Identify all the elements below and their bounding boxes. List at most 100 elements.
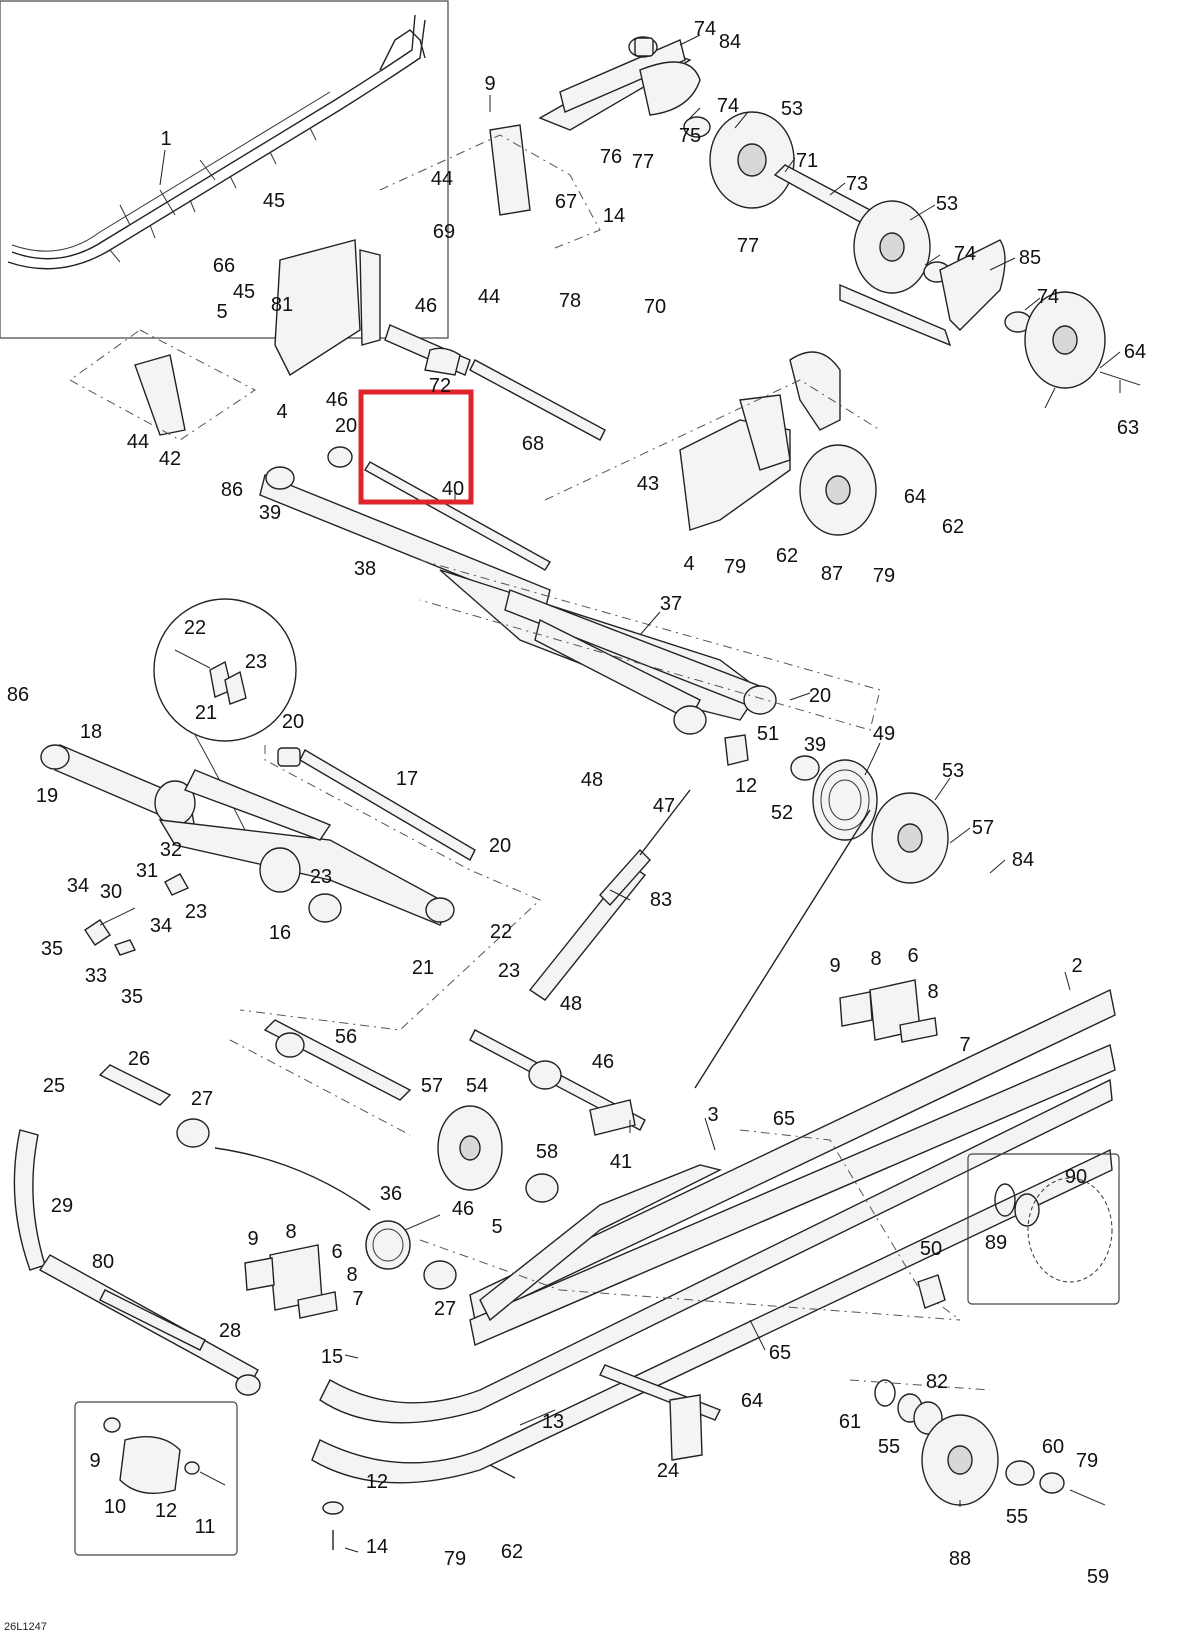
part-label[interactable]: 52 [771,802,793,824]
part-label[interactable]: 4 [683,553,694,575]
part-label[interactable]: 63 [1117,417,1139,439]
part-label[interactable]: 11 [195,1516,216,1538]
part-label[interactable]: 77 [632,151,654,173]
part-label[interactable]: 20 [335,415,357,437]
part-label[interactable]: 39 [259,502,281,524]
part-label[interactable]: 6 [907,945,918,967]
part-label[interactable]: 47 [653,795,675,817]
part-label[interactable]: 12 [366,1471,388,1493]
part-label[interactable]: 18 [80,721,102,743]
part-label[interactable]: 20 [489,835,511,857]
part-label[interactable]: 51 [757,723,779,745]
part-label[interactable]: 34 [67,875,89,897]
part-label[interactable]: 76 [600,146,622,168]
part-label[interactable]: 35 [41,938,63,960]
part-label[interactable]: 71 [796,150,818,172]
part-label[interactable]: 79 [444,1548,466,1570]
part-label[interactable]: 9 [247,1228,258,1250]
part-label[interactable]: 23 [185,901,207,923]
part-label[interactable]: 58 [536,1141,558,1163]
part-label[interactable]: 90 [1065,1166,1087,1188]
part-label[interactable]: 22 [184,617,206,639]
part-label[interactable]: 23 [498,960,520,982]
part-label[interactable]: 69 [433,221,455,243]
part-label[interactable]: 5 [491,1216,502,1238]
part-label[interactable]: 62 [942,516,964,538]
part-label[interactable]: 36 [380,1183,402,1205]
part-label[interactable]: 53 [942,760,964,782]
part-label[interactable]: 21 [195,702,217,724]
part-label[interactable]: 72 [429,375,451,397]
part-label[interactable]: 46 [326,389,348,411]
part-label[interactable]: 35 [121,986,143,1008]
part-label[interactable]: 32 [160,839,182,861]
part-label[interactable]: 46 [452,1198,474,1220]
part-label[interactable]: 42 [159,448,181,470]
part-label[interactable]: 57 [972,817,994,839]
part-label[interactable]: 62 [501,1541,523,1563]
part-label[interactable]: 62 [776,545,798,567]
part-label[interactable]: 79 [873,565,895,587]
part-label[interactable]: 79 [724,556,746,578]
part-label[interactable]: 2 [1071,955,1082,977]
part-label[interactable]: 8 [346,1264,357,1286]
part-label[interactable]: 74 [694,18,716,40]
part-label[interactable]: 50 [920,1238,942,1260]
part-label[interactable]: 59 [1087,1566,1109,1588]
part-label[interactable]: 15 [321,1346,343,1368]
part-label[interactable]: 70 [644,296,666,318]
part-label[interactable]: 65 [769,1342,791,1364]
part-label[interactable]: 8 [285,1221,296,1243]
part-label[interactable]: 30 [100,881,122,903]
part-label[interactable]: 68 [522,433,544,455]
part-label[interactable]: 80 [92,1251,114,1273]
part-label[interactable]: 12 [735,775,757,797]
part-label[interactable]: 29 [51,1195,73,1217]
part-label[interactable]: 9 [484,73,495,95]
part-label[interactable]: 83 [650,889,672,911]
part-label[interactable]: 24 [657,1460,679,1482]
part-label[interactable]: 40 [442,478,464,500]
part-label[interactable]: 19 [36,785,58,807]
part-label[interactable]: 45 [263,190,285,212]
part-label[interactable]: 31 [136,860,158,882]
part-label[interactable]: 84 [719,31,741,53]
part-label[interactable]: 41 [610,1151,632,1173]
part-label[interactable]: 12 [155,1500,177,1522]
part-label[interactable]: 88 [949,1548,971,1570]
part-label[interactable]: 1 [160,128,171,150]
part-label[interactable]: 28 [219,1320,241,1342]
part-label[interactable]: 65 [773,1108,795,1130]
part-label[interactable]: 45 [233,281,255,303]
part-label[interactable]: 3 [707,1104,718,1126]
part-label[interactable]: 23 [245,651,267,673]
part-label[interactable]: 16 [269,922,291,944]
part-label[interactable]: 44 [431,168,453,190]
part-label[interactable]: 25 [43,1075,65,1097]
part-label[interactable]: 53 [781,98,803,120]
part-label[interactable]: 46 [592,1051,614,1073]
part-label[interactable]: 10 [104,1496,126,1518]
part-label[interactable]: 64 [1124,341,1146,363]
part-label[interactable]: 39 [804,734,826,756]
part-label[interactable]: 86 [7,684,29,706]
part-label[interactable]: 33 [85,965,107,987]
part-label[interactable]: 64 [741,1390,763,1412]
part-label[interactable]: 4 [276,401,287,423]
part-label[interactable]: 43 [637,473,659,495]
part-label[interactable]: 84 [1012,849,1034,871]
part-label[interactable]: 34 [150,915,172,937]
part-label[interactable]: 78 [559,290,581,312]
part-label[interactable]: 26 [128,1048,150,1070]
part-label[interactable]: 6 [331,1241,342,1263]
part-label[interactable]: 82 [926,1371,948,1393]
part-label[interactable]: 37 [660,593,682,615]
part-label[interactable]: 14 [603,205,625,227]
part-label[interactable]: 21 [412,957,434,979]
part-label[interactable]: 48 [581,769,603,791]
part-label[interactable]: 7 [959,1034,970,1056]
part-label[interactable]: 74 [717,95,739,117]
part-label[interactable]: 14 [366,1536,388,1558]
part-label[interactable]: 23 [310,866,332,888]
part-label[interactable]: 13 [542,1411,564,1433]
